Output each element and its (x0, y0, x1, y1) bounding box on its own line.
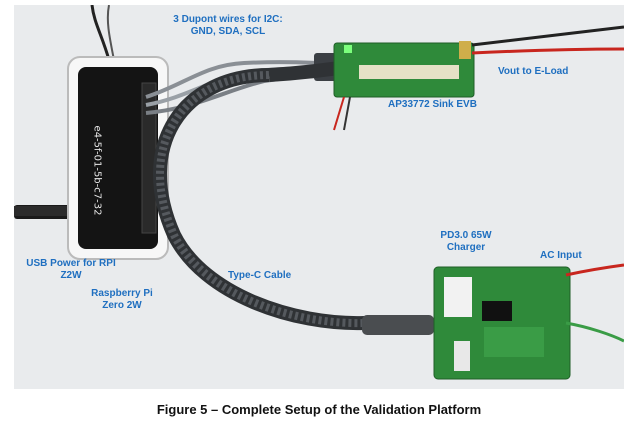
photo-scene (14, 5, 624, 389)
vout-label: Vout to E-Load (498, 66, 569, 77)
dupont-label: 3 Dupont wires for I2C: GND, SDA, SCL (158, 14, 298, 38)
rpi-label-line1: Raspberry Pi (91, 288, 153, 299)
vout-wire-black (471, 25, 624, 47)
evb-wire-red (333, 96, 345, 131)
usb-wire-top (90, 5, 111, 61)
usb-power-label-line1: USB Power for RPI (26, 258, 116, 269)
type-c-braid (156, 71, 435, 329)
usb-wire-top-2 (106, 5, 115, 61)
dupont-label-line1: 3 Dupont wires for I2C: (173, 14, 283, 25)
ac-wire-red (565, 263, 624, 277)
case-handwriting-text: e4-5f-01-5b-c7-32 (91, 125, 103, 215)
type-c-plug (362, 315, 434, 335)
usb-power-label: USB Power for RPI Z2W (18, 258, 124, 282)
raspberry-pi-case (67, 56, 169, 260)
charger-label: PD3.0 65W Charger (436, 230, 496, 254)
usb-power-label-line2: Z2W (60, 270, 82, 281)
ac-wire-green (565, 321, 624, 343)
rpi-label: Raspberry Pi Zero 2W (82, 288, 162, 312)
rpi-label-line2: Zero 2W (102, 300, 142, 311)
evb-wire-black (343, 96, 351, 131)
vout-wire-red (471, 47, 624, 55)
ac-input-label: AC Input (540, 250, 582, 261)
charger-label-line2: Charger (446, 242, 486, 253)
figure-caption: Figure 5 – Complete Setup of the Validat… (156, 402, 482, 417)
sink-evb-board (333, 41, 475, 98)
charger-label-line1: PD3.0 65W (440, 230, 492, 241)
charger-board (433, 266, 571, 380)
sink-evb-label: AP33772 Sink EVB (388, 99, 477, 110)
type-c-label: Type-C Cable (228, 270, 292, 281)
case-handwriting: e4-5f-01-5b-c7-32 (82, 95, 112, 245)
setup-photo: e4-5f-01-5b-c7-32 (14, 5, 624, 389)
dupont-label-line2: GND, SDA, SCL (190, 26, 266, 37)
